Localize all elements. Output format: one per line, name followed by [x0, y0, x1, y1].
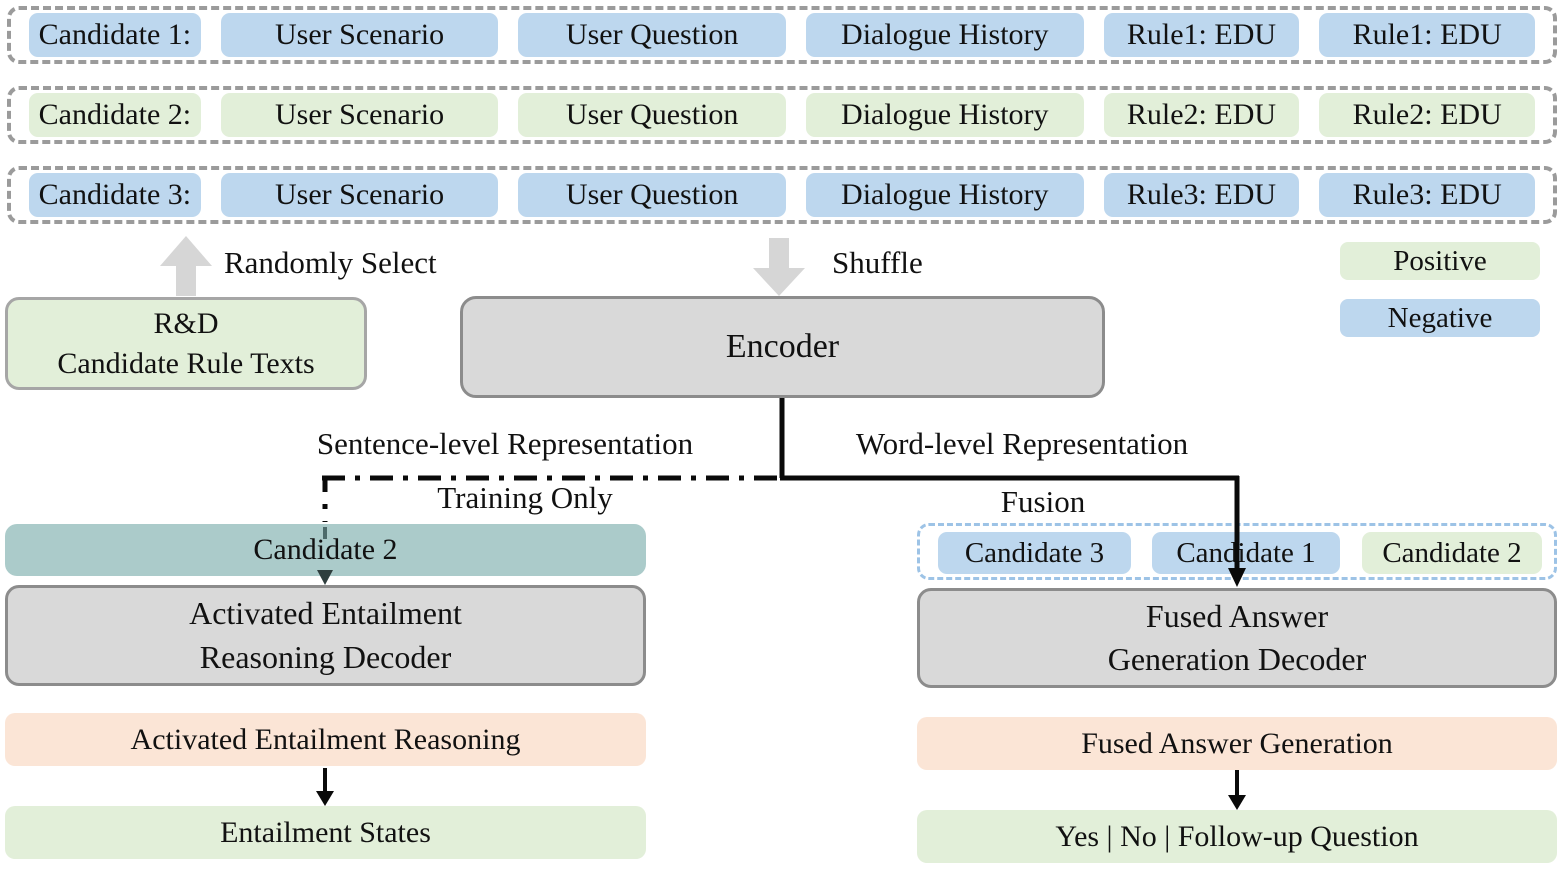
answer-output-box: Yes | No | Follow-up Question: [917, 810, 1557, 863]
rule-edu-chip: Rule1: EDU: [1103, 13, 1300, 57]
user-question-chip: User Question: [518, 13, 786, 57]
shuffle-label: Shuffle: [832, 245, 923, 280]
candidate-1-label-chip: Candidate 1:: [29, 13, 201, 57]
rule-edu-chip: Rule2: EDU: [1103, 93, 1300, 137]
candidate-3-label-chip: Candidate 3:: [29, 173, 201, 217]
selected-candidate-2-box: Candidate 2: [5, 524, 646, 576]
left-decoder-line1: Activated Entailment: [189, 595, 462, 632]
right-output-label: Yes | No | Follow-up Question: [1055, 819, 1419, 853]
rd-candidate-rule-texts-box: R&D Candidate Rule Texts: [5, 297, 367, 390]
rule-edu-chip: Rule3: EDU: [1319, 173, 1535, 217]
legend-negative: Negative: [1340, 299, 1540, 337]
fusion-candidate-3-chip: Candidate 3: [938, 532, 1131, 574]
randomly-select-up-arrow-icon: [160, 236, 212, 296]
activated-entailment-reasoning-decoder-box: Activated Entailment Reasoning Decoder: [5, 585, 646, 686]
candidate-row-1: Candidate 1: User Scenario User Question…: [7, 6, 1557, 64]
selected-candidate-2-label: Candidate 2: [253, 533, 398, 566]
user-scenario-chip: User Scenario: [220, 93, 499, 137]
dialogue-history-chip: Dialogue History: [805, 173, 1084, 217]
candidate-row-3: Candidate 3: User Scenario User Question…: [7, 166, 1557, 224]
user-question-chip: User Question: [518, 93, 786, 137]
shuffle-down-arrow-icon: [753, 238, 805, 296]
fused-answer-generation-decoder-box: Fused Answer Generation Decoder: [917, 588, 1557, 688]
fusion-candidates-container: Candidate 3 Candidate 1 Candidate 2: [917, 523, 1557, 580]
word-level-representation-label: Word-level Representation: [855, 426, 1189, 461]
fused-answer-generation-task-box: Fused Answer Generation: [917, 717, 1557, 770]
user-scenario-chip: User Scenario: [220, 173, 499, 217]
encoder-label: Encoder: [725, 328, 840, 365]
fusion-candidate-1-chip: Candidate 1: [1152, 532, 1340, 574]
left-output-label: Entailment States: [220, 815, 431, 849]
fusion-label: Fusion: [1000, 484, 1086, 519]
left-decoder-line2: Reasoning Decoder: [199, 638, 452, 675]
entailment-states-arrowhead-icon: [316, 791, 334, 806]
answer-output-arrowhead-icon: [1228, 795, 1246, 810]
rule-edu-chip: Rule2: EDU: [1319, 93, 1535, 137]
user-scenario-chip: User Scenario: [220, 13, 499, 57]
training-only-label: Training Only: [437, 480, 613, 515]
dialogue-history-chip: Dialogue History: [805, 93, 1084, 137]
encoder-box: Encoder: [460, 296, 1105, 398]
entailment-states-output-box: Entailment States: [5, 806, 646, 859]
right-decoder-line2: Generation Decoder: [1107, 641, 1367, 677]
fusion-candidate-2-chip: Candidate 2: [1362, 532, 1542, 574]
dialogue-history-chip: Dialogue History: [805, 13, 1084, 57]
rule-edu-chip: Rule1: EDU: [1319, 13, 1535, 57]
sentence-level-representation-label: Sentence-level Representation: [316, 426, 694, 461]
activated-entailment-reasoning-task-box: Activated Entailment Reasoning: [5, 713, 646, 766]
right-decoder-line1: Fused Answer: [1145, 597, 1329, 634]
randomly-select-label: Randomly Select: [224, 245, 437, 280]
candidate-row-2: Candidate 2: User Scenario User Question…: [7, 86, 1557, 144]
rd-box-line1: R&D: [153, 306, 219, 340]
user-question-chip: User Question: [518, 173, 786, 217]
rd-box-line2: Candidate Rule Texts: [57, 346, 315, 380]
candidate-2-label-chip: Candidate 2:: [29, 93, 201, 137]
rule-edu-chip: Rule3: EDU: [1103, 173, 1300, 217]
right-task-label: Fused Answer Generation: [1081, 726, 1393, 760]
legend-positive: Positive: [1340, 242, 1540, 280]
left-task-label: Activated Entailment Reasoning: [130, 722, 521, 756]
